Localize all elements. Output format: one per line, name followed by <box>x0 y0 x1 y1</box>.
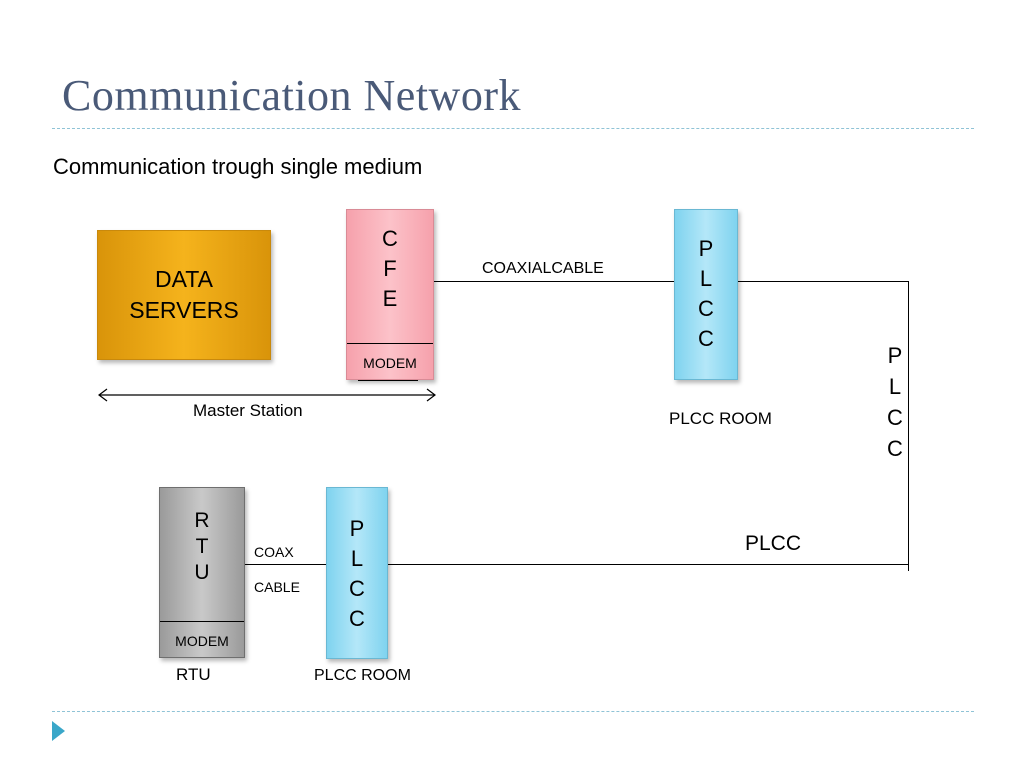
cable-label: CABLE <box>254 579 300 595</box>
cfe-to-plcc-line <box>434 281 674 282</box>
master-station-label: Master Station <box>193 401 303 420</box>
plcc-letter: L <box>699 266 713 291</box>
cfe-letter: C <box>382 226 398 251</box>
rtu-letter: R <box>194 509 210 532</box>
plcc-top-box: P L C C <box>674 209 738 380</box>
rtu-to-plcc-line <box>245 564 326 565</box>
plcc-vertical-letter: C <box>887 405 903 430</box>
plcc-letter: C <box>698 326 714 351</box>
coax-label: COAX <box>254 544 294 560</box>
plcc-room-top-label: PLCC ROOM <box>669 409 772 428</box>
plcc-line-label: PLCC <box>745 532 802 555</box>
rtu-modem: MODEM <box>160 621 244 659</box>
plcc-bottom-box: P L C C <box>326 487 388 659</box>
cfe-modem: MODEM <box>347 343 433 381</box>
plcc-bottom-line <box>388 564 909 565</box>
plcc-vertical-letter: P <box>887 343 903 368</box>
plcc-letter: C <box>698 296 714 321</box>
plcc-top-to-right-line <box>738 281 909 282</box>
footer-divider <box>52 711 974 712</box>
plcc-vertical-label: P L C C <box>883 340 907 464</box>
plcc-letter: C <box>349 576 365 601</box>
cfe-modem-underline <box>358 380 418 381</box>
plcc-vertical-line <box>908 281 909 571</box>
plcc-room-bottom-label: PLCC ROOM <box>314 667 411 684</box>
cfe-letter: E <box>382 286 398 311</box>
data-servers-box: DATA SERVERS <box>97 230 271 360</box>
plcc-vertical-letter: L <box>888 374 902 399</box>
rtu-box: R T U MODEM <box>159 487 245 658</box>
plcc-vertical-letter: C <box>887 436 903 461</box>
data-servers-line2: SERVERS <box>129 297 239 323</box>
rtu-letter: T <box>195 535 209 558</box>
rtu-letter: U <box>194 561 210 584</box>
triangle-bullet-icon <box>52 721 65 741</box>
data-servers-line1: DATA <box>155 266 213 292</box>
plcc-letter: P <box>698 236 714 261</box>
slide-subtitle: Communication trough single medium <box>53 154 423 179</box>
plcc-letter: L <box>350 546 364 571</box>
slide-title: Communication Network <box>62 71 521 120</box>
rtu-caption: RTU <box>176 665 211 684</box>
title-divider <box>52 128 974 129</box>
coaxial-cable-label: COAXIALCABLE <box>482 260 604 277</box>
plcc-letter: P <box>349 516 365 541</box>
cfe-box: C F E MODEM <box>346 209 434 380</box>
plcc-letter: C <box>349 606 365 631</box>
master-station-arrow <box>98 388 436 402</box>
cfe-letter: F <box>383 256 397 281</box>
